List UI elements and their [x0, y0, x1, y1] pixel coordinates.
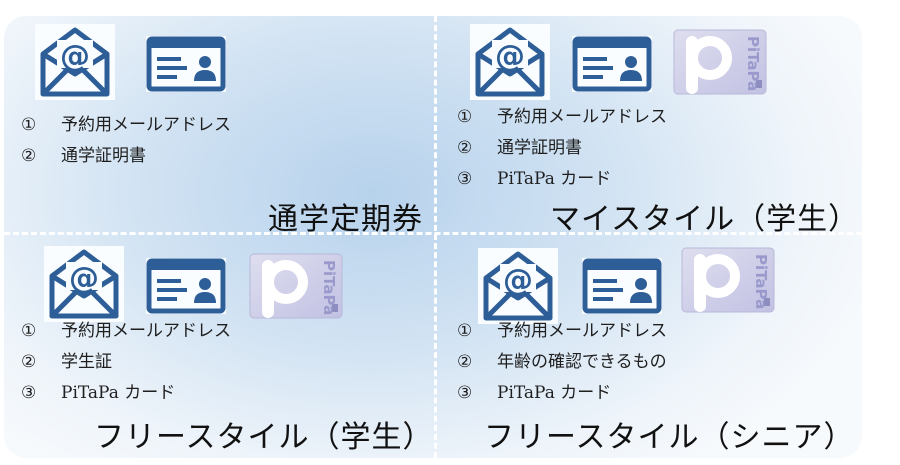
- id-card-icon: [572, 36, 652, 92]
- id-card-icon: [146, 258, 226, 314]
- panel-title: マイスタイル（学生）: [550, 202, 860, 237]
- envelope-at-icon: [35, 24, 115, 100]
- envelope-at-icon: [44, 246, 124, 322]
- vertical-divider: [434, 16, 437, 458]
- id-card-icon: [146, 36, 226, 92]
- envelope-at-icon: [470, 24, 550, 100]
- pitapa-card-label: PiTaPa: [752, 254, 770, 309]
- horizontal-divider: [4, 232, 862, 235]
- pitapa-card-label: PiTaPa: [744, 36, 762, 91]
- pitapa-card-label: PiTaPa: [320, 260, 338, 315]
- panel-title: フリースタイル（シニア）: [484, 420, 855, 455]
- id-card-icon: [582, 258, 662, 314]
- envelope-at-icon: [478, 248, 558, 324]
- panel-title: 通学定期券: [268, 202, 423, 237]
- pitapa-card-icon: PiTaPa: [680, 246, 776, 314]
- pitapa-card-icon: PiTaPa: [672, 28, 768, 96]
- pitapa-card-icon: PiTaPa: [248, 252, 344, 320]
- panel-title: フリースタイル（学生）: [94, 420, 434, 455]
